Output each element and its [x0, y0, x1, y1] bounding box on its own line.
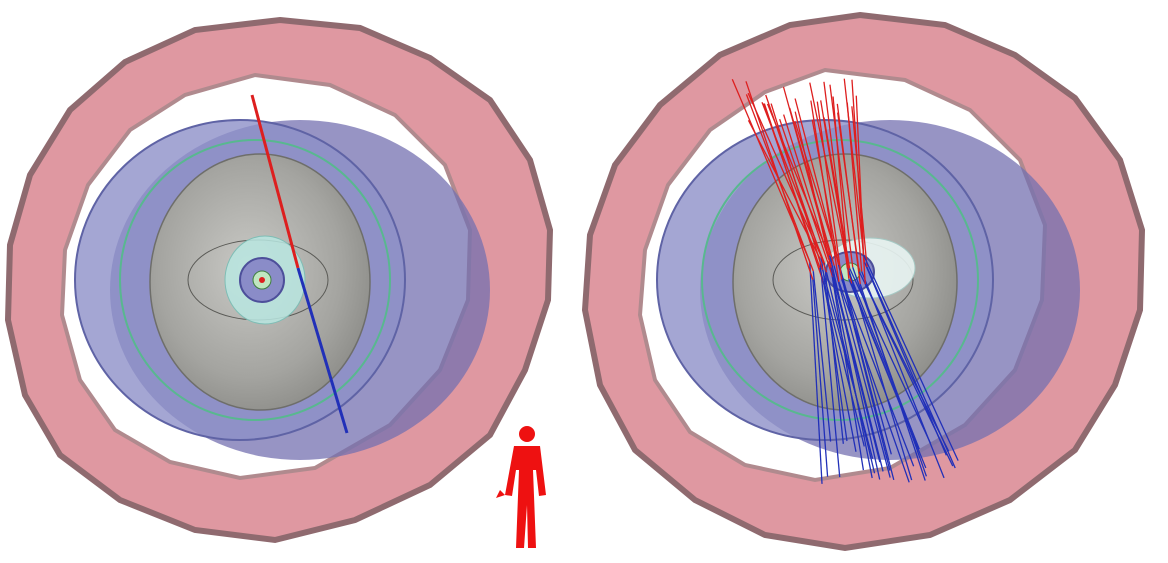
- inner-detector: [224, 235, 306, 325]
- track-up-segment: [783, 114, 834, 275]
- track-down-segment: [830, 267, 881, 463]
- track-down-segment: [296, 267, 349, 434]
- track-up-segment: [829, 84, 854, 268]
- detector-view-single-track: [4, 16, 554, 544]
- track-down-segment: [829, 255, 881, 480]
- track-down-segment: [828, 254, 865, 471]
- calorimeter-inner-ring: [701, 139, 979, 421]
- track-up-segment: [745, 94, 814, 272]
- track-down-segment: [841, 279, 915, 467]
- track-down-segment: [812, 279, 829, 477]
- track-down-segment: [823, 262, 844, 444]
- track-down-segment: [862, 254, 959, 461]
- track-down-segment: [846, 267, 920, 450]
- track-up-segment: [789, 107, 835, 266]
- tracks-single: [250, 94, 349, 434]
- track-up-segment: [765, 94, 828, 273]
- track-up-segment: [837, 112, 860, 272]
- track-down-segment: [852, 267, 928, 477]
- track-down-segment: [833, 265, 891, 478]
- track-down-segment: [837, 264, 891, 471]
- track-up-segment: [747, 92, 822, 257]
- interaction-point: [259, 277, 265, 283]
- track-up-segment: [250, 94, 300, 269]
- track-down-segment: [823, 284, 857, 452]
- track-down-segment: [819, 258, 841, 478]
- track-down-segment: [809, 261, 823, 484]
- track-up-segment: [762, 103, 821, 269]
- tracks-multiple: [731, 78, 959, 484]
- human-figure-icon: [496, 426, 546, 548]
- track-down-segment: [864, 284, 954, 467]
- track-up-segment: [816, 101, 843, 280]
- track-down-segment: [825, 272, 876, 474]
- track-up-segment: [810, 100, 840, 282]
- track-up-segment: [779, 119, 834, 278]
- track-up-segment: [843, 78, 866, 263]
- detector-view-multi-track: [581, 11, 1146, 552]
- track-down-segment: [838, 281, 910, 483]
- track-down-segment: [812, 271, 832, 442]
- calorimeter-inner-ring: [119, 139, 391, 421]
- track-down-segment: [819, 267, 865, 447]
- track-up-segment: [823, 81, 848, 268]
- track-down-segment: [821, 269, 874, 459]
- track-up-segment: [855, 95, 865, 256]
- track-down-segment: [866, 266, 956, 469]
- track-up-segment: [823, 117, 851, 269]
- track-down-segment: [832, 276, 873, 479]
